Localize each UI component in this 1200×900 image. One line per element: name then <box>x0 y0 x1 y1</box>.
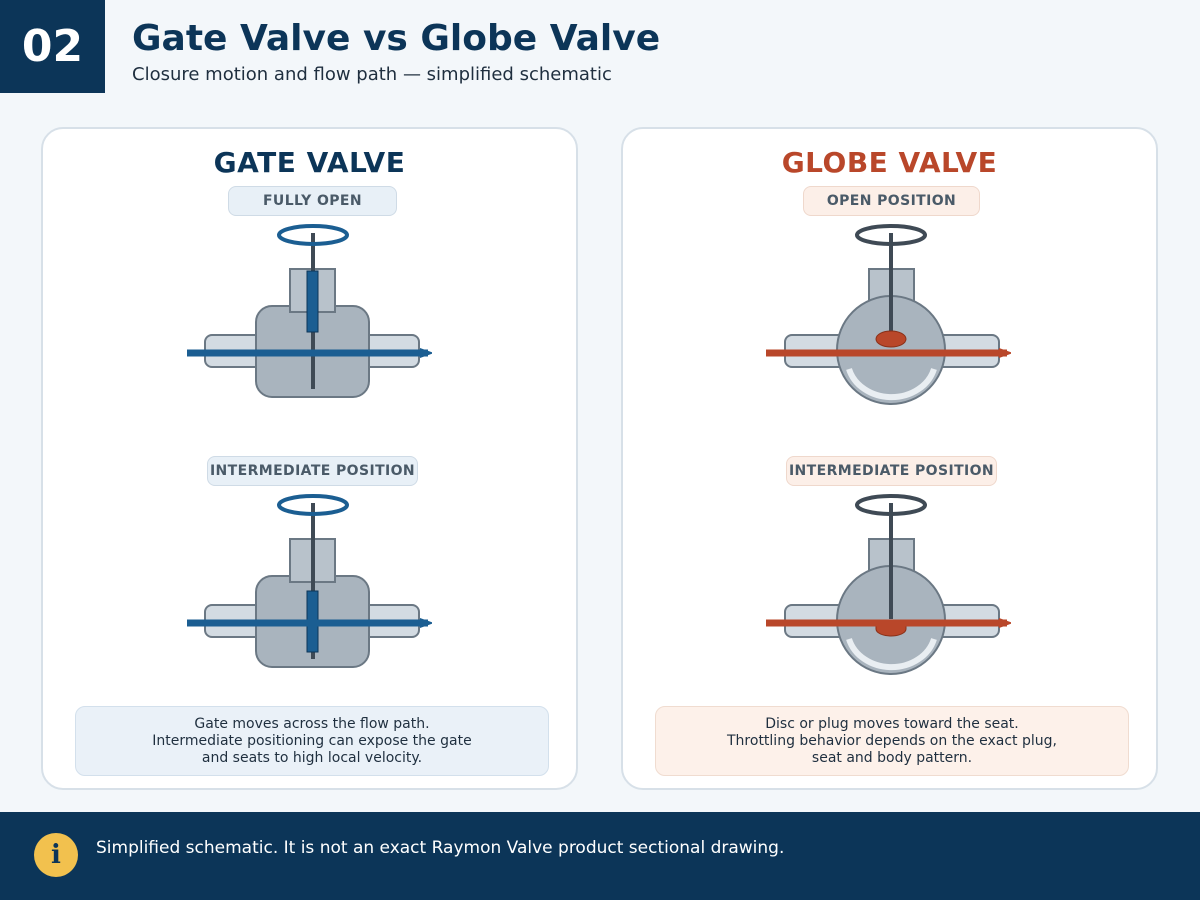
globe-caption-line-3: seat and body pattern. <box>811 749 973 766</box>
gate-open-label: FULLY OPEN <box>228 186 397 216</box>
globe-valve-open-schematic <box>766 224 1007 405</box>
footer-note: Simplified schematic. It is not an exact… <box>96 838 785 858</box>
page-title: Gate Valve vs Globe Valve <box>132 18 661 59</box>
globe-caption-line-1: Disc or plug moves toward the seat. <box>765 715 1019 732</box>
globe-valve-panel: GLOBE VALVE OPEN POSITION INTERMEDIATE P… <box>621 127 1158 790</box>
info-icon: i <box>34 833 78 877</box>
gate-caption-line-1: Gate moves across the flow path. <box>194 715 430 732</box>
gate-valve-diagrams <box>187 224 580 668</box>
footer: i Simplified schematic. It is not an exa… <box>0 812 1200 900</box>
globe-valve-title: GLOBE VALVE <box>781 146 998 179</box>
globe-intermediate-label: INTERMEDIATE POSITION <box>786 456 997 486</box>
page-subtitle: Closure motion and flow path — simplifie… <box>132 64 612 85</box>
globe-caption: Disc or plug moves toward the seat. Thro… <box>655 706 1129 776</box>
globe-mid-handwheel <box>855 494 927 516</box>
globe-open-seat <box>846 368 937 401</box>
gate-intermediate-label: INTERMEDIATE POSITION <box>207 456 418 486</box>
header: 02 Gate Valve vs Globe Valve Closure mot… <box>0 0 1200 95</box>
gate-caption-line-2: Intermediate positioning can expose the … <box>152 732 472 749</box>
globe-caption-line-2: Throttling behavior depends on the exact… <box>727 732 1057 749</box>
section-number: 02 <box>0 0 105 93</box>
gate-mid-handwheel <box>277 494 349 516</box>
globe-valve-intermediate-schematic <box>766 494 1007 675</box>
gate-valve-open-schematic <box>187 224 428 398</box>
gate-valve-title: GATE VALVE <box>213 146 406 179</box>
globe-mid-seat <box>846 638 937 671</box>
gate-open-disc <box>306 270 319 333</box>
gate-valve-intermediate-schematic <box>187 494 428 668</box>
gate-valve-panel: GATE VALVE FULLY OPEN INTERMEDIATE POSIT… <box>41 127 578 790</box>
gate-caption: Gate moves across the flow path. Interme… <box>75 706 549 776</box>
globe-valve-diagrams <box>766 224 1160 675</box>
gate-caption-line-3: and seats to high local velocity. <box>201 749 423 766</box>
gate-open-handwheel <box>277 224 349 246</box>
globe-open-label: OPEN POSITION <box>803 186 980 216</box>
globe-open-plug <box>875 330 907 348</box>
globe-open-handwheel <box>855 224 927 246</box>
